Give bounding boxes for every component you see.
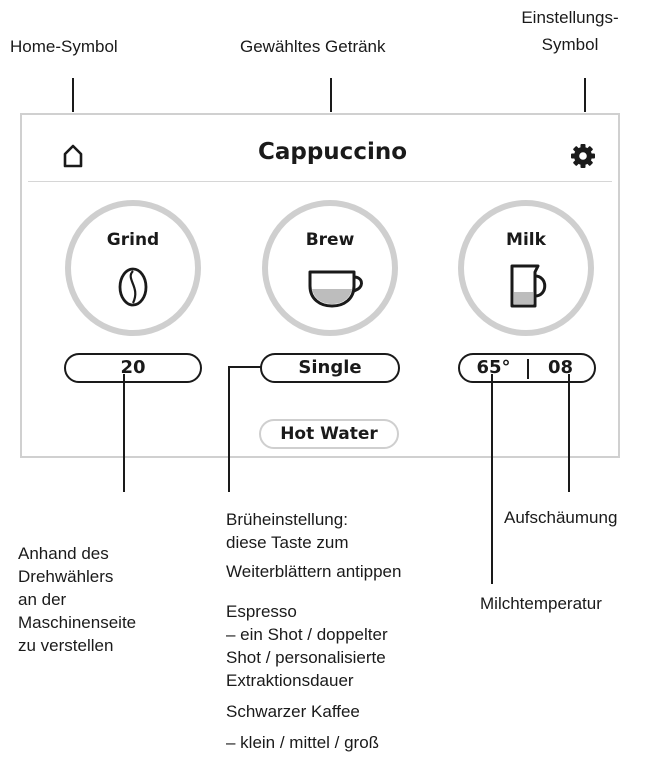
black-coffee-note-line: – klein / mittel / groß xyxy=(226,733,380,752)
milk-temperature-callout: Milchtemperatur xyxy=(480,594,602,613)
selected-drink-callout: Gewähltes Getränk xyxy=(240,37,386,56)
drink-callout-line xyxy=(330,78,332,112)
milk-jug-icon xyxy=(510,264,547,308)
grind-value-pill[interactable]: 20 xyxy=(64,353,202,383)
home-callout-line xyxy=(72,78,74,112)
espresso-note-line: Shot / personalisierte xyxy=(226,648,386,667)
brew-callout-line-h xyxy=(228,366,262,368)
header-divider xyxy=(28,181,612,182)
espresso-note-line: Espresso xyxy=(226,602,297,621)
grind-callout-line xyxy=(123,374,125,492)
dial-note-line: Drehwählers xyxy=(18,567,114,586)
milk-label: Milk xyxy=(506,230,546,250)
hot-water-button[interactable]: Hot Water xyxy=(259,419,399,449)
brew-setting-note-line: Brüheinstellung: xyxy=(226,510,348,529)
espresso-note-line: – ein Shot / doppelter xyxy=(226,625,388,644)
dial-note-line: zu verstellen xyxy=(18,636,114,655)
dial-note-line: Anhand des xyxy=(18,544,109,563)
grind-button[interactable]: Grind xyxy=(65,200,201,336)
dial-note-line: Maschinenseite xyxy=(18,613,137,632)
brew-button[interactable]: Brew xyxy=(262,200,398,336)
grind-label: Grind xyxy=(106,230,160,250)
settings-symbol-callout-line2: Symbol xyxy=(541,35,599,54)
milk-temperature-callout-line xyxy=(491,374,493,584)
dial-note-line: an der xyxy=(18,590,67,609)
espresso-note-line: Extraktionsdauer xyxy=(226,671,354,690)
dial-note: Anhand des Drehwählers an der Maschinens… xyxy=(18,542,136,657)
black-coffee-note-line: Schwarzer Kaffee xyxy=(226,702,360,721)
frothing-callout: Aufschäumung xyxy=(504,508,618,527)
gear-icon xyxy=(571,144,595,168)
hot-water-label: Hot Water xyxy=(280,424,378,444)
milk-temperature-value: 65° xyxy=(476,357,511,378)
cup-icon xyxy=(308,270,363,308)
brew-setting-value: Single xyxy=(298,357,362,378)
froth-value: 08 xyxy=(547,357,574,378)
page-title: Cappuccino xyxy=(257,139,408,165)
home-symbol-callout: Home-Symbol xyxy=(10,37,118,56)
espresso-note: Espresso – ein Shot / doppelter Shot / p… xyxy=(226,600,388,692)
home-button[interactable] xyxy=(60,143,86,169)
milk-pill-divider xyxy=(527,359,529,379)
brew-setting-note-line: diese Taste zum xyxy=(226,533,349,552)
milk-button[interactable]: Milk xyxy=(458,200,594,336)
brew-setting-note: Brüheinstellung: diese Taste zum Weiterb… xyxy=(226,508,401,583)
black-coffee-note: Schwarzer Kaffee – klein / mittel / groß xyxy=(226,700,379,754)
brew-setting-note-line: Weiterblättern antippen xyxy=(226,562,402,581)
grind-value: 20 xyxy=(120,357,146,378)
milk-settings-pill[interactable]: 65° 08 xyxy=(458,353,596,383)
settings-button[interactable] xyxy=(569,142,597,170)
home-icon xyxy=(63,144,83,168)
settings-callout-line xyxy=(584,78,586,112)
coffee-bean-icon xyxy=(118,267,148,307)
froth-callout-line xyxy=(568,374,570,492)
brew-callout-line-v xyxy=(228,366,230,492)
brew-label: Brew xyxy=(305,230,355,250)
settings-symbol-callout-line1: Einstellungs- xyxy=(521,8,619,27)
brew-setting-pill[interactable]: Single xyxy=(260,353,400,383)
